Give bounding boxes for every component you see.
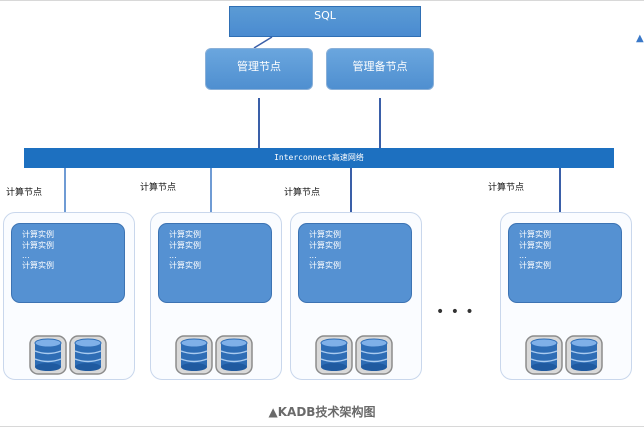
- compute-instance-box: 计算实例 计算实例 ... 计算实例: [158, 223, 272, 303]
- compute-node-label: 计算节点: [140, 183, 177, 193]
- compute-link: [350, 168, 352, 212]
- database-icon: [215, 335, 253, 375]
- bottom-divider: [0, 426, 644, 427]
- instance-label: 计算实例: [519, 241, 551, 250]
- instance-label: 计算实例: [169, 261, 201, 270]
- instance-label: 计算实例: [169, 241, 201, 250]
- compute-node-label: 计算节点: [6, 188, 43, 198]
- interconnect-bus: Interconnect高速网络: [24, 148, 614, 168]
- instance-label: 计算实例: [519, 230, 551, 239]
- management-node: 管理节点: [205, 48, 313, 90]
- instance-ellipsis: ...: [309, 251, 317, 260]
- sql-box: SQL: [229, 6, 421, 37]
- instance-label: 计算实例: [22, 230, 54, 239]
- instance-label: 计算实例: [22, 241, 54, 250]
- compute-node-label: 计算节点: [284, 188, 321, 198]
- top-divider: [0, 0, 644, 1]
- compute-link: [210, 168, 212, 212]
- database-icon: [525, 335, 563, 375]
- edge-triangle-icon: ▲: [636, 33, 644, 44]
- compute-link: [64, 168, 66, 212]
- database-icon: [69, 335, 107, 375]
- instance-label: 计算实例: [519, 261, 551, 270]
- compute-instance-box: 计算实例 计算实例 ... 计算实例: [508, 223, 622, 303]
- instance-label: 计算实例: [309, 241, 341, 250]
- compute-instance-box: 计算实例 计算实例 ... 计算实例: [11, 223, 125, 303]
- instance-label: 计算实例: [309, 230, 341, 239]
- compute-link: [559, 168, 561, 212]
- more-nodes-ellipsis: • • •: [436, 304, 475, 320]
- instance-label: 计算实例: [309, 261, 341, 270]
- instance-label: 计算实例: [22, 261, 54, 270]
- instance-label: 计算实例: [169, 230, 201, 239]
- figure-caption: ▲KADB技术架构图: [268, 405, 376, 419]
- management-standby-node: 管理备节点: [326, 48, 434, 90]
- compute-node-label: 计算节点: [488, 183, 525, 193]
- instance-ellipsis: ...: [519, 251, 527, 260]
- compute-instance-box: 计算实例 计算实例 ... 计算实例: [298, 223, 412, 303]
- database-icon: [175, 335, 213, 375]
- database-icon: [565, 335, 603, 375]
- instance-ellipsis: ...: [22, 251, 30, 260]
- management-link: [258, 98, 260, 148]
- database-icon: [29, 335, 67, 375]
- instance-ellipsis: ...: [169, 251, 177, 260]
- database-icon: [315, 335, 353, 375]
- standby-link: [379, 98, 381, 148]
- database-icon: [355, 335, 393, 375]
